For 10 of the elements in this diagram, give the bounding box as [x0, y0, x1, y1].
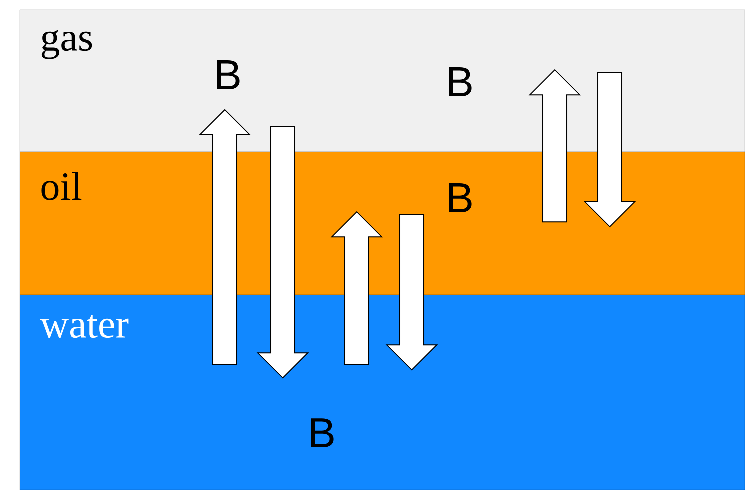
symbol-label: B: [311, 418, 334, 448]
symbol-label: B: [449, 68, 472, 96]
symbol-label: B: [449, 184, 472, 212]
block-arrow: [256, 126, 310, 379]
block-arrow: [330, 211, 384, 366]
block-arrow: [198, 109, 252, 366]
block-arrow: [528, 69, 582, 223]
block-arrow: [386, 214, 438, 371]
block-arrow: [584, 72, 636, 228]
symbol-label: B: [217, 60, 240, 90]
